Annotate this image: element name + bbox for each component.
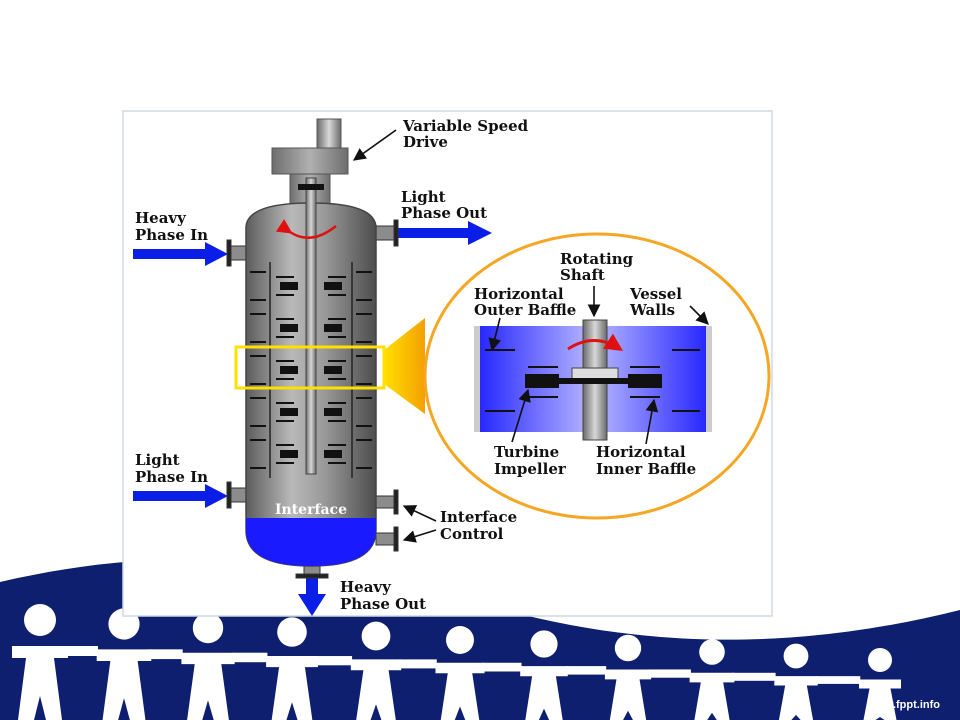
label-heavy-phase-out: Heavy Phase Out bbox=[340, 578, 426, 613]
mixing-stages bbox=[250, 271, 372, 469]
vessel-rotation-arrow bbox=[275, 219, 337, 239]
footer-site: www.fppt.info bbox=[867, 699, 941, 711]
zoom-impeller-right bbox=[628, 374, 662, 388]
flow-arrow-heavy-out bbox=[298, 578, 326, 616]
heavy-phase-liquid bbox=[246, 518, 376, 566]
person-figure bbox=[350, 621, 437, 720]
label-turbine-impeller: Turbine Impeller bbox=[494, 443, 567, 478]
flow-arrow-light-out bbox=[398, 221, 492, 245]
person-figure bbox=[520, 630, 607, 720]
rotating-shaft bbox=[305, 177, 317, 475]
stage-impeller bbox=[324, 324, 342, 332]
diagram-panel: Interface bbox=[122, 110, 773, 617]
person-figure bbox=[96, 608, 183, 720]
stage-impeller bbox=[280, 282, 298, 290]
label-vessel-walls: Vessel Walls bbox=[629, 285, 687, 319]
person-figure bbox=[689, 639, 776, 720]
label-variable-speed-drive: Variable Speed Drive bbox=[402, 117, 533, 151]
stage-impeller bbox=[280, 324, 298, 332]
person-figure bbox=[12, 604, 98, 720]
flow-arrow-light-in bbox=[133, 484, 228, 508]
stage-impeller bbox=[280, 366, 298, 374]
person-figure bbox=[435, 626, 522, 720]
person-figure bbox=[266, 617, 353, 720]
flow-arrow-heavy-in bbox=[133, 242, 228, 266]
label-horizontal-outer-baffle: Horizontal Outer Baffle bbox=[474, 285, 576, 319]
stage-impeller bbox=[280, 450, 298, 458]
zoom-impeller-left bbox=[525, 374, 559, 388]
person-figure bbox=[859, 648, 901, 720]
leader-arrows bbox=[352, 129, 709, 543]
label-rotating-shaft: Rotating Shaft bbox=[560, 250, 638, 284]
person-figure bbox=[774, 643, 861, 720]
stage-impeller bbox=[324, 282, 342, 290]
label-heavy-phase-in: Heavy Phase In bbox=[135, 209, 208, 244]
zoom-detail bbox=[423, 232, 771, 520]
stage-impeller bbox=[280, 408, 298, 416]
zoom-connector bbox=[234, 318, 425, 414]
stage-impeller bbox=[324, 450, 342, 458]
people-chain bbox=[12, 604, 901, 720]
nozzles bbox=[226, 219, 399, 579]
person-figure bbox=[604, 634, 691, 720]
label-light-phase-out: Light Phase Out bbox=[401, 188, 487, 222]
label-horizontal-inner-baffle: Horizontal Inner Baffle bbox=[596, 443, 696, 478]
zoom-highlight-box bbox=[234, 345, 386, 390]
person-figure bbox=[181, 612, 268, 720]
label-interface-control: Interface Control bbox=[440, 508, 522, 543]
zoom-rotation-arrow bbox=[567, 333, 624, 351]
stage-impeller bbox=[324, 366, 342, 374]
stage-impeller bbox=[324, 408, 342, 416]
label-interface: Interface bbox=[275, 502, 347, 518]
label-light-phase-in: Light Phase In bbox=[135, 451, 208, 486]
column-vessel: Interface bbox=[245, 177, 377, 567]
